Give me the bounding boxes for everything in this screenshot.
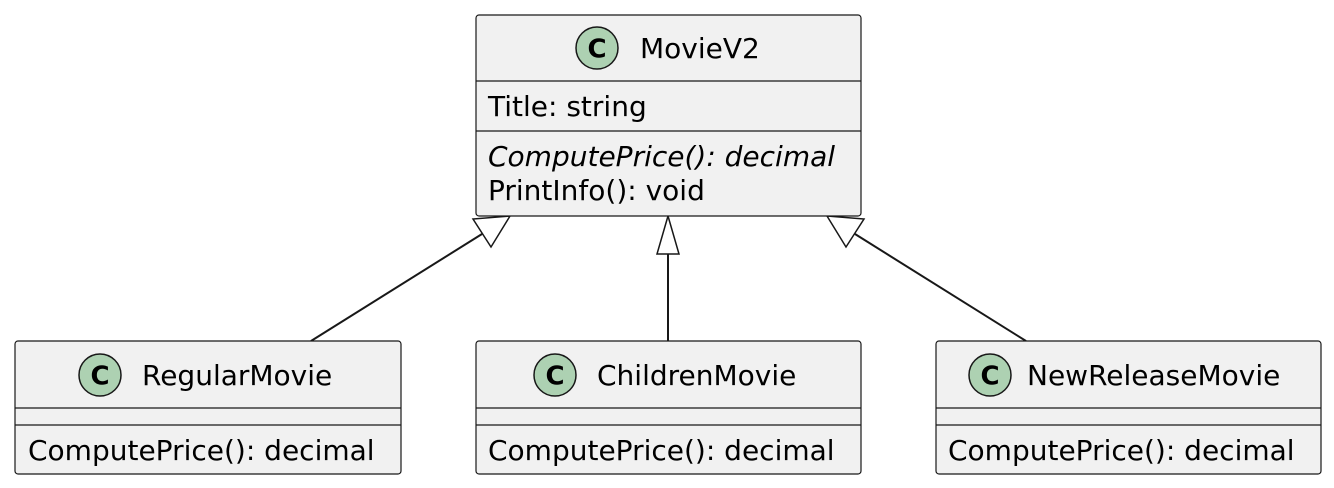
class-method: ComputePrice(): decimal xyxy=(948,434,1295,467)
class-moviev2[interactable]: C MovieV2 Title: string ComputePrice(): … xyxy=(475,14,862,217)
class-newreleasemovie[interactable]: C NewReleaseMovie ComputePrice(): decima… xyxy=(935,340,1322,475)
class-c-icon xyxy=(968,353,1012,397)
class-box xyxy=(475,14,862,217)
class-method: ComputePrice(): decimal xyxy=(28,434,375,467)
class-name: MovieV2 xyxy=(640,32,760,65)
edge-line xyxy=(310,233,483,342)
class-method: ComputePrice(): decimal xyxy=(488,434,835,467)
inheritance-edge-regularmovie xyxy=(310,215,512,342)
class-c-icon xyxy=(575,26,619,70)
inheritance-arrowhead xyxy=(471,215,512,249)
class-childrenmovie[interactable]: C ChildrenMovie ComputePrice(): decimal xyxy=(475,340,862,475)
class-icon-letter: C xyxy=(90,362,109,392)
inheritance-arrowhead xyxy=(656,213,680,255)
class-regularmovie[interactable]: C RegularMovie ComputePrice(): decimal xyxy=(14,340,402,475)
class-name: ChildrenMovie xyxy=(597,359,796,392)
class-name: NewReleaseMovie xyxy=(1027,359,1280,392)
inheritance-arrowhead xyxy=(825,215,866,249)
inheritance-edge-childrenmovie xyxy=(656,213,680,341)
edge-line xyxy=(854,233,1027,342)
class-icon-letter: C xyxy=(545,362,564,392)
class-field: Title: string xyxy=(487,90,647,123)
class-name: RegularMovie xyxy=(142,359,332,392)
class-method-abstract: ComputePrice(): decimal xyxy=(488,140,835,173)
class-icon-letter: C xyxy=(587,35,606,65)
class-c-icon xyxy=(533,353,577,397)
class-method: PrintInfo(): void xyxy=(488,174,705,207)
inheritance-edge-newreleasemovie xyxy=(825,215,1027,342)
class-c-icon xyxy=(78,353,122,397)
class-icon-letter: C xyxy=(980,362,999,392)
